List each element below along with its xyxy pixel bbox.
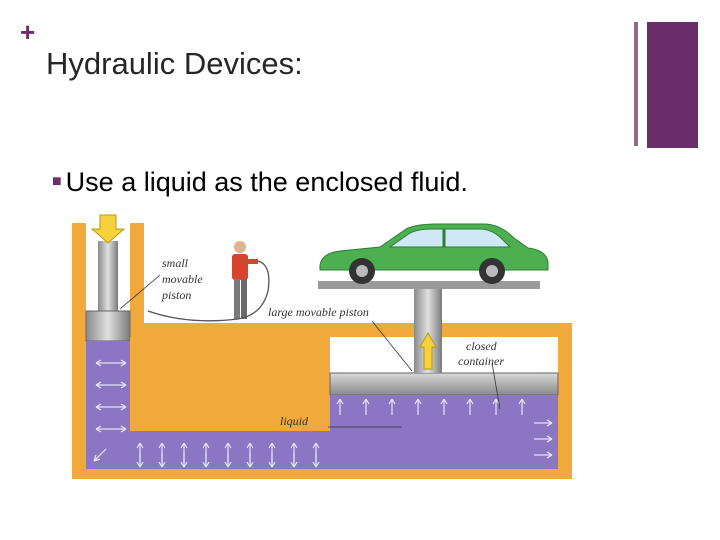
left-tube-wall-left (72, 223, 86, 479)
leader-small-piston (119, 274, 161, 310)
chamber-right-arrow-1 (534, 419, 553, 427)
bullet-text: Use a liquid as the enclosed fluid. (65, 167, 468, 197)
arrow-right-1 (112, 359, 127, 367)
slide-title: Hydraulic Devices: (46, 46, 303, 81)
arrow-left-4 (95, 425, 112, 433)
chamber-up-arrow-2 (362, 398, 370, 415)
channel-down-arrow-3 (180, 453, 188, 468)
chamber-up-arrow-4 (414, 398, 422, 415)
channel-down-arrow-4 (202, 453, 210, 468)
right-chamber-wall-right (558, 323, 572, 479)
bullet-item: ■Use a liquid as the enclosed fluid. (52, 167, 468, 198)
leader-lines (119, 274, 501, 428)
car-hub-front (356, 265, 368, 277)
person (147, 241, 270, 322)
chamber-right-arrow-3 (534, 451, 553, 459)
channel-down-arrow-1 (136, 453, 144, 468)
chamber-right-arrow-2 (534, 435, 553, 443)
chamber-up-arrow-1 (336, 398, 344, 415)
leader-container (491, 362, 501, 410)
label-large-piston: large movable piston (268, 305, 369, 319)
arrow-left-2 (95, 381, 112, 389)
plus-icon: + (20, 17, 36, 47)
pressure-arrows (93, 359, 127, 462)
chamber-up-arrow-5 (440, 398, 448, 415)
large-piston-plate (329, 372, 559, 396)
label-small-piston-3: piston (161, 288, 191, 302)
person-arm (244, 259, 258, 264)
person-leg-left (234, 279, 240, 319)
left-tube-wall-right (130, 223, 144, 323)
arrow-bl (93, 448, 107, 462)
arrow-left-3 (95, 403, 112, 411)
right-chamber-interior (330, 337, 558, 373)
label-container-1: closed (466, 339, 498, 353)
small-piston-rod (98, 241, 118, 313)
label-liquid: liquid (280, 414, 309, 428)
middle-block (130, 337, 330, 431)
person-head (234, 241, 246, 253)
right-chamber-top-wall (316, 323, 572, 337)
arrow-right-4 (112, 425, 127, 433)
channel-arrows (136, 398, 553, 468)
chamber-up-arrow-3 (388, 398, 396, 415)
car-windows (388, 228, 512, 248)
person-torso (232, 254, 248, 280)
car (319, 223, 549, 284)
label-small-piston-1: small (162, 256, 189, 270)
middle-top-wall (130, 323, 330, 337)
chamber-up-arrow-6 (466, 398, 474, 415)
chamber-up-arrow-7 (492, 398, 500, 415)
channel-down-arrow-5 (224, 453, 232, 468)
leader-large-piston (371, 320, 413, 372)
small-piston-head (85, 310, 131, 342)
channel-down-arrow-7 (268, 453, 276, 468)
down-arrow-icon (90, 214, 126, 244)
bullet-icon: ■ (52, 173, 62, 190)
channel-down-arrow-6 (246, 453, 254, 468)
accent-bar-thick (647, 22, 698, 148)
channel-down-arrow-8 (290, 453, 298, 468)
car-hub-rear (486, 265, 498, 277)
air-hose (147, 260, 270, 322)
label-small-piston-2: movable (162, 272, 203, 286)
label-container-2: container (458, 354, 504, 368)
hydraulic-lift-diagram: small movable piston large movable pisto… (72, 213, 572, 479)
arrow-left-1 (95, 359, 112, 367)
chamber-up-arrow-8 (518, 398, 526, 415)
up-arrow-icon (419, 331, 437, 370)
channel-down-arrow-2 (158, 453, 166, 468)
person-leg-right (241, 279, 247, 319)
arrow-right-2 (112, 381, 127, 389)
arrow-right-3 (112, 403, 127, 411)
channel-down-arrow-9 (312, 453, 320, 468)
accent-bar-thin (634, 22, 638, 146)
lift-platform (318, 281, 540, 289)
